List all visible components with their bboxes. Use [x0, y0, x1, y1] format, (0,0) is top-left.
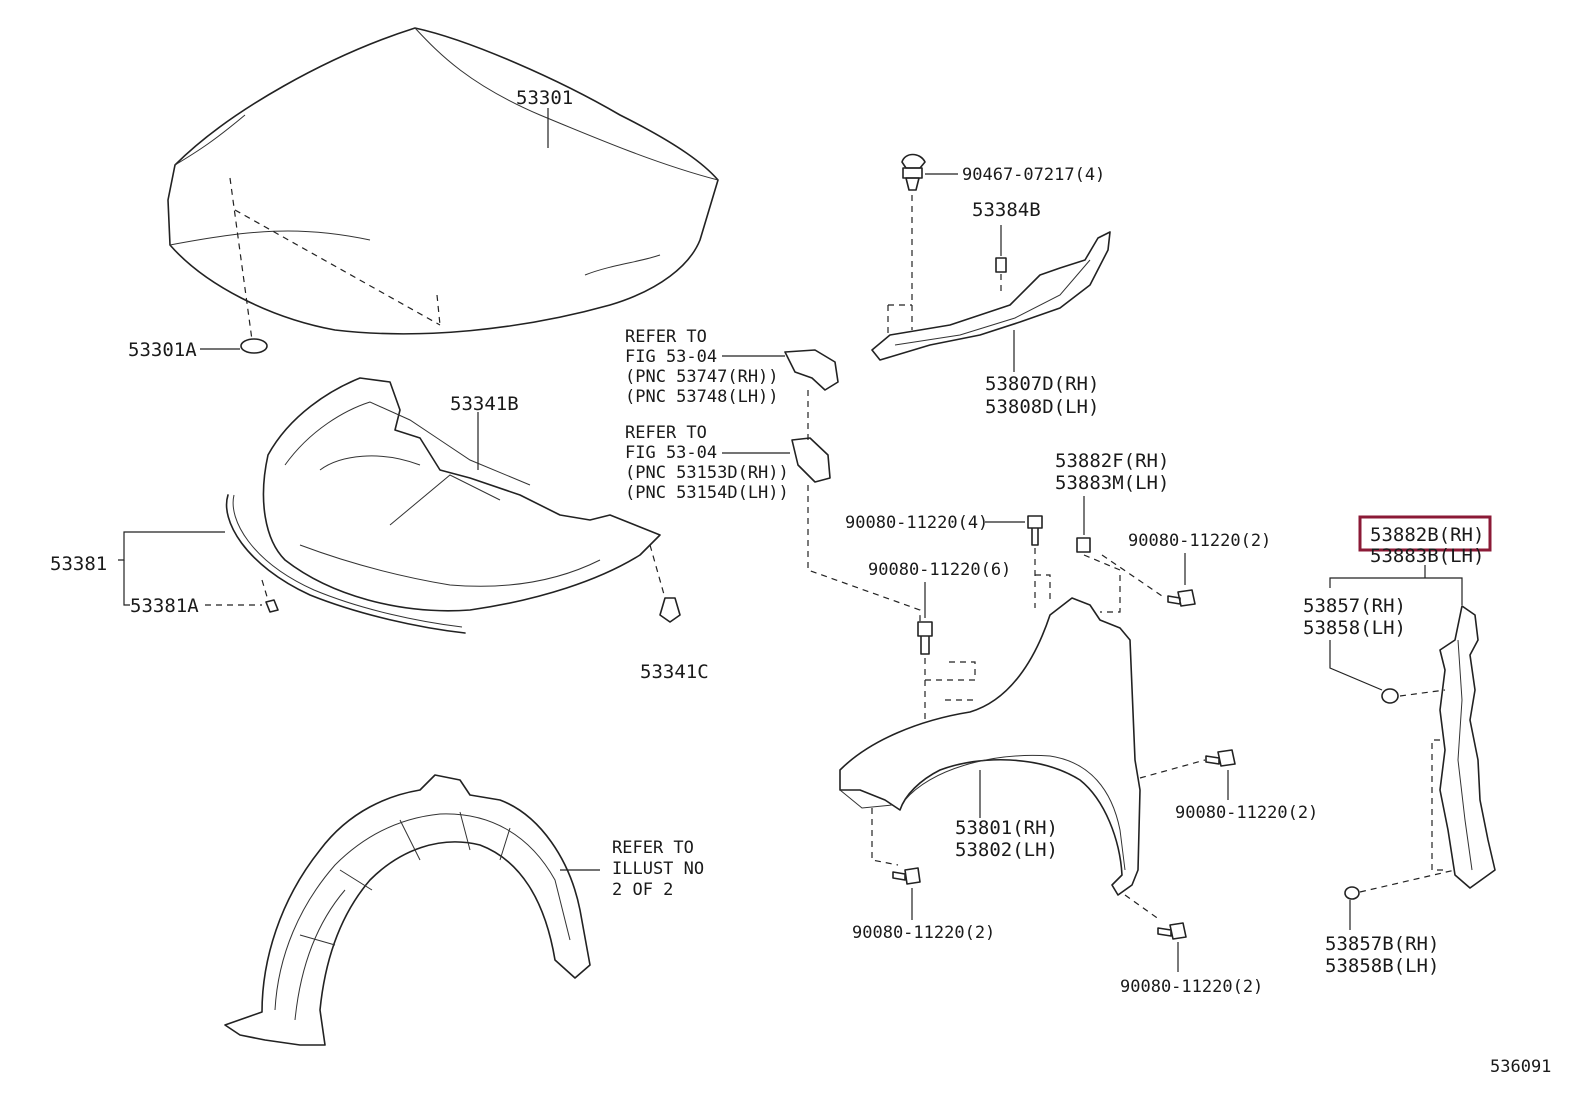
- label-53381: 53381: [50, 553, 107, 575]
- ref2-line4: (PNC 53154D(LH)): [625, 483, 789, 503]
- label-bolt-e: 90080-11220(2): [852, 923, 995, 943]
- label-53341c: 53341C: [640, 661, 709, 683]
- label-53807d: 53807D(RH): [985, 373, 1099, 395]
- hood-insulator[interactable]: [262, 377, 661, 612]
- ref3-line1: REFER TO: [612, 838, 694, 858]
- ref2-line1: REFER TO: [625, 423, 707, 443]
- fender-seal-53882b[interactable]: [1439, 605, 1496, 889]
- highlight-box: [1358, 515, 1492, 552]
- bracket-ref1[interactable]: [784, 349, 839, 391]
- label-53381a: 53381A: [130, 595, 199, 617]
- label-bolt-a: 90080-11220(4): [845, 513, 988, 533]
- label-53882b[interactable]: 53882B(RH): [1370, 524, 1484, 546]
- bolt-f[interactable]: [1157, 922, 1187, 940]
- hood-to-fender-seal[interactable]: [871, 231, 1111, 361]
- ref3-line3: 2 OF 2: [612, 880, 673, 900]
- bolt-d[interactable]: [1205, 749, 1236, 767]
- label-53857: 53857(RH): [1303, 595, 1406, 617]
- ref2-line2: FIG 53-04: [625, 443, 717, 463]
- label-bolt-b: 90080-11220(2): [1128, 531, 1271, 551]
- bolt-e[interactable]: [892, 867, 921, 885]
- label-53883m: 53883M(LH): [1055, 472, 1169, 494]
- ref1-line2: FIG 53-04: [625, 347, 717, 367]
- hood-seal-53381[interactable]: [225, 494, 466, 634]
- label-53801: 53801(RH): [955, 817, 1058, 839]
- label-53882f: 53882F(RH): [1055, 450, 1169, 472]
- clip-90467[interactable]: [901, 153, 926, 191]
- clip-53341c[interactable]: [659, 597, 681, 623]
- label-53857b: 53857B(RH): [1325, 933, 1439, 955]
- label-bolt-f: 90080-11220(2): [1120, 977, 1263, 997]
- cushion-53384b[interactable]: [995, 257, 1007, 273]
- label-53858: 53858(LH): [1303, 617, 1406, 639]
- front-fender[interactable]: [839, 597, 1141, 896]
- label-53341b: 53341B: [450, 393, 519, 415]
- label-bolt-c: 90080-11220(6): [868, 560, 1011, 580]
- clip-53857[interactable]: [1381, 688, 1399, 704]
- bolt-a[interactable]: [1027, 515, 1043, 546]
- ref1-line4: (PNC 53748(LH)): [625, 387, 779, 407]
- clip-53857b[interactable]: [1344, 886, 1360, 900]
- ref2-line3: (PNC 53153D(RH)): [625, 463, 789, 483]
- hood-cushion-53301a[interactable]: [240, 338, 268, 354]
- label-53384b: 53384B: [972, 199, 1041, 221]
- fender-liner[interactable]: [224, 774, 591, 1046]
- label-53301a: 53301A: [128, 339, 197, 361]
- clip-53381a[interactable]: [265, 599, 279, 613]
- label-90467: 90467-07217(4): [962, 165, 1105, 185]
- label-53802: 53802(LH): [955, 839, 1058, 861]
- bracket-ref2[interactable]: [791, 437, 831, 483]
- bolt-c[interactable]: [917, 621, 933, 655]
- label-bolt-d: 90080-11220(2): [1175, 803, 1318, 823]
- ref1-line1: REFER TO: [625, 327, 707, 347]
- nut-53882f[interactable]: [1076, 537, 1091, 553]
- ref3-line2: ILLUST NO: [612, 859, 704, 879]
- hood-panel[interactable]: [167, 27, 719, 341]
- ref1-line3: (PNC 53747(RH)): [625, 367, 779, 387]
- label-53808d: 53808D(LH): [985, 396, 1099, 418]
- bolt-b[interactable]: [1167, 589, 1196, 607]
- diagram-number: 536091: [1490, 1057, 1551, 1077]
- label-53883b: 53883B(LH): [1370, 545, 1484, 567]
- label-53858b: 53858B(LH): [1325, 955, 1439, 977]
- label-53301: 53301: [516, 87, 573, 109]
